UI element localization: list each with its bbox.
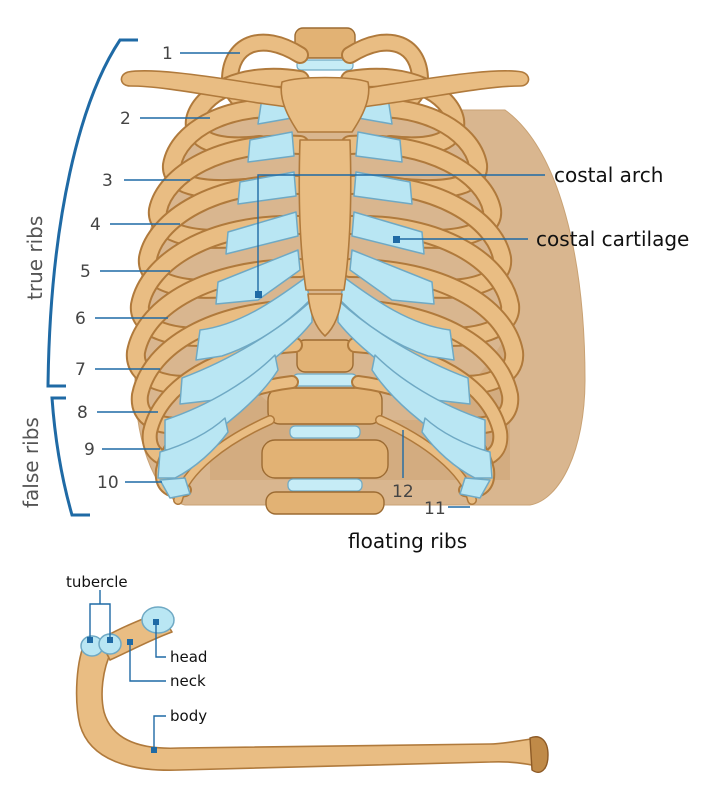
head-label: head	[170, 648, 207, 666]
rib-number-5: 5	[80, 262, 91, 282]
costal-arch-pointer	[255, 174, 545, 298]
costal-cartilages-right	[337, 91, 493, 499]
false-ribs-label: false ribs	[19, 417, 43, 508]
costal-arch-label: costal arch	[554, 163, 663, 187]
tubercle-pointer	[87, 590, 113, 643]
rib-number-10: 10	[97, 473, 119, 493]
rib-number-8: 8	[77, 403, 88, 423]
neck-pointer	[127, 639, 166, 682]
tubercle-label: tubercle	[66, 573, 128, 591]
floating-ribs-label: floating ribs	[348, 529, 467, 553]
head-pointer	[153, 619, 166, 658]
costal-cartilage-pointer	[393, 236, 528, 243]
body-pointer	[151, 715, 166, 753]
rib-number-7: 7	[75, 360, 86, 380]
rib-number-1: 1	[162, 44, 173, 64]
rib-number-12: 12	[392, 482, 414, 502]
vertebral-column	[261, 27, 389, 515]
rib-number-11: 11	[424, 499, 446, 519]
rib-sternal-end	[529, 736, 549, 773]
costal-cartilages-left	[157, 91, 313, 499]
true-ribs-label: true ribs	[23, 216, 47, 300]
true-ribs-bracket	[46, 38, 138, 388]
rib-number-leaders	[95, 52, 470, 508]
single-rib	[75, 606, 549, 773]
false-ribs-bracket	[50, 396, 90, 517]
left-clavicle	[120, 70, 306, 111]
costal-cartilage-label: costal cartilage	[536, 227, 689, 251]
rib-number-6: 6	[75, 309, 86, 329]
neck-label: neck	[170, 672, 206, 690]
right-clavicle	[344, 70, 530, 111]
rib-number-2: 2	[120, 109, 131, 129]
rib-number-3: 3	[102, 171, 113, 191]
rib-number-4: 4	[90, 215, 101, 235]
sternum	[280, 76, 370, 337]
body-label: body	[170, 707, 207, 725]
rib-body	[75, 639, 546, 772]
rib-number-9: 9	[84, 440, 95, 460]
